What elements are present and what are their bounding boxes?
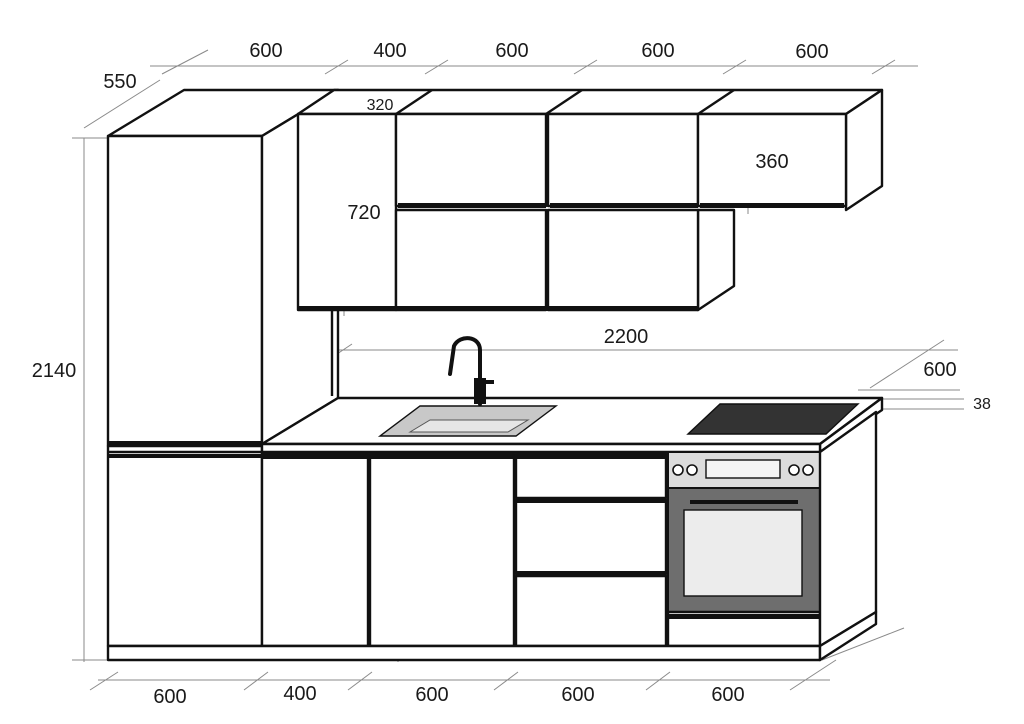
upper-door-4 [696,112,848,208]
top-width-5: 600 [795,41,828,63]
upper-depth-label: 320 [367,97,394,114]
dimension-labels: 600 400 600 600 600 550 320 720 360 2200… [32,40,991,708]
upper-cabinets [296,88,884,312]
upper-door-2-top [394,112,548,208]
bottom-width-2: 400 [283,683,316,705]
upper-height-label: 720 [347,202,380,224]
cabinet-side-right [106,410,878,662]
drawer-1 [514,452,668,500]
faucet-icon [448,336,494,406]
top-width-4: 600 [641,40,674,62]
depth-label: 550 [103,71,136,93]
counter-depth-label: 600 [923,359,956,381]
bottom-width-5: 600 [711,684,744,706]
top-width-1: 600 [249,40,282,62]
upper-door-1 [296,112,398,312]
drawer-2 [514,498,668,576]
sink-icon [377,405,559,437]
upper-door-2-bottom [394,208,548,312]
base-door-400 [260,452,370,648]
bottom-width-1: 600 [153,686,186,708]
upper-door-3-top [546,112,700,208]
small-upper-height-label: 360 [755,151,788,173]
top-width-2: 400 [373,40,406,62]
cooktop-icon [686,403,860,435]
upper-door-3-bottom [546,208,700,312]
counter-length-label: 2200 [604,326,649,348]
bottom-width-3: 600 [415,684,448,706]
base-cabinets [260,452,668,648]
drawer-3 [514,574,668,648]
top-width-3: 600 [495,40,528,62]
oven-icon [666,451,822,648]
total-height-label: 2140 [32,360,77,382]
bottom-width-4: 600 [561,684,594,706]
counter-thickness-label: 38 [973,396,991,413]
base-door-600 [368,452,516,648]
